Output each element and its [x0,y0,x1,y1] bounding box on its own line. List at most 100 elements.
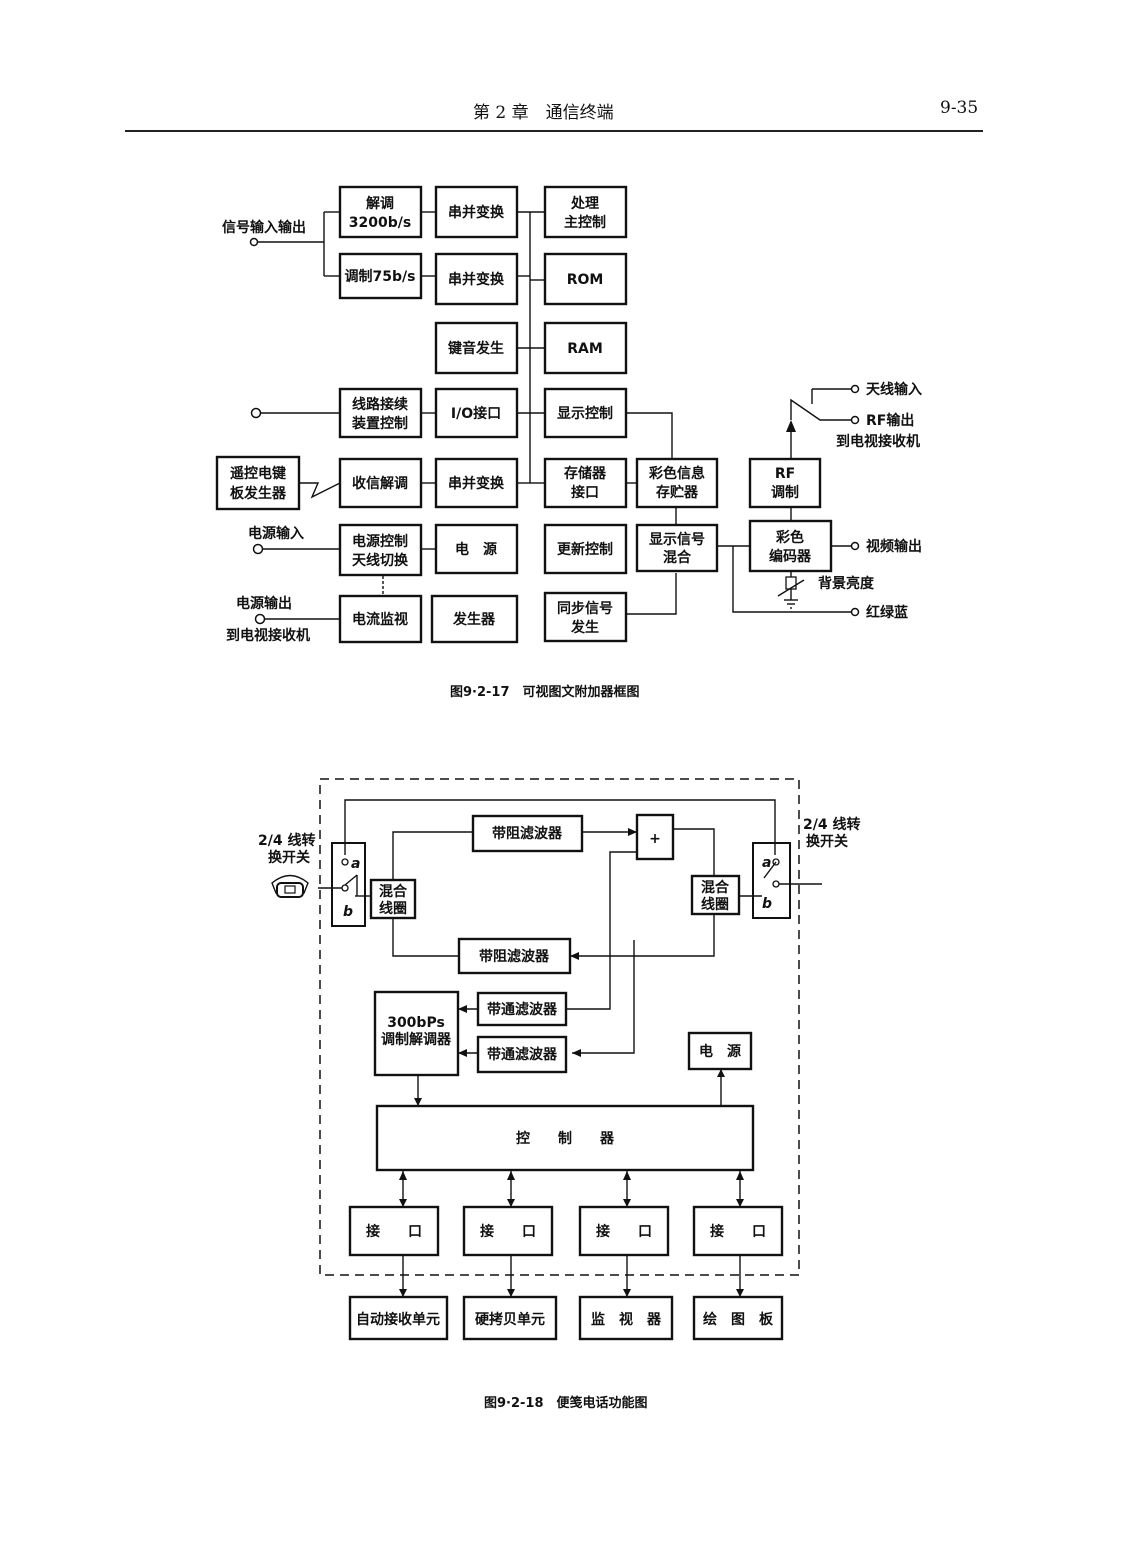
svg-text:线圈: 线圈 [701,896,729,913]
terminal-node [250,407,262,419]
svg-text:监 视 器: 监 视 器 [591,1311,662,1328]
svg-text:带通滤波器: 带通滤波器 [487,1046,558,1063]
box-monitor: 监 视 器 [578,1295,674,1341]
box-remote-keypad: 遥控电键 板发生器 [215,455,301,511]
page-number: 9-35 [940,98,979,118]
label-switch-right-1: 2/4 线转 [803,816,860,833]
svg-text:线路接续: 线路接续 [352,396,408,413]
terminal-node [850,607,860,617]
box-band-pass-1: 带通滤波器 [476,991,568,1027]
box-controller: 控 制 器 [375,1104,755,1172]
svg-text:存储器: 存储器 [564,465,607,482]
figure-1-caption: 图9·2-17 可视图文附加器框图 [450,684,640,700]
box-demodulator: 解调 3200b/s [338,185,423,239]
svg-text:显示控制: 显示控制 [557,405,613,422]
svg-text:接口: 接口 [571,484,599,501]
svg-text:带通滤波器: 带通滤波器 [487,1001,558,1018]
box-color-encoder: 彩色 编码器 [748,519,833,573]
svg-text:串并变换: 串并变换 [448,475,505,492]
svg-text:+: + [649,831,661,847]
figure-2-caption: 图9·2-18 便笺电话功能图 [484,1395,648,1411]
svg-text:RF: RF [775,466,795,482]
box-band-pass-2: 带通滤波器 [476,1035,568,1074]
svg-text:混合: 混合 [663,549,692,566]
box-update-control: 更新控制 [543,523,628,575]
label-bg-brightness: 背景亮度 [818,575,875,592]
box-serial-parallel-1: 串并变换 [434,185,519,239]
box-interface-3: 接 口 [578,1205,670,1257]
box-memory-interface: 存储器 接口 [543,457,628,509]
switch-right [752,842,791,919]
box-line-control: 线路接续 装置控制 [338,387,423,439]
svg-text:线圈: 线圈 [379,900,407,917]
box-drawing-tablet: 绘 图 板 [692,1295,784,1341]
box-hybrid-left: 混合 线圈 [369,878,417,920]
box-power-supply-2: 电 源 [687,1031,753,1071]
svg-text:解调: 解调 [366,195,394,212]
svg-text:遥控电键: 遥控电键 [230,465,287,482]
svg-text:3200b/s: 3200b/s [349,215,411,231]
svg-text:控 制 器: 控 制 器 [516,1130,615,1147]
svg-text:接 口: 接 口 [596,1223,652,1240]
svg-text:发生器: 发生器 [452,611,496,628]
terminal-node [254,613,266,625]
svg-text:装置控制: 装置控制 [351,415,408,432]
box-sync-generator: 同步信号 发生 [543,591,628,643]
svg-text:ROM: ROM [567,272,604,288]
svg-text:电源控制: 电源控制 [352,533,408,550]
svg-text:更新控制: 更新控制 [557,541,613,558]
box-generator: 发生器 [430,594,519,644]
svg-text:接 口: 接 口 [710,1223,766,1240]
box-receive-demod: 收信解调 [338,457,423,509]
box-current-monitor: 电流监视 [338,594,423,644]
svg-text:键音发生: 键音发生 [447,340,504,357]
svg-text:天线切换: 天线切换 [352,552,409,569]
svg-text:收信解调: 收信解调 [352,475,408,492]
terminal-node [850,415,860,425]
label-switch-left-1: 2/4 线转 [258,832,315,849]
box-modulator: 调制75b/s [338,252,423,300]
fig2-connections [318,799,822,1297]
svg-text:接 口: 接 口 [366,1223,422,1240]
svg-text:同步信号: 同步信号 [557,600,613,617]
box-band-stop-top: 带阻滤波器 [471,814,584,853]
label-video-out: 视频输出 [866,538,922,555]
box-power-supply: 电 源 [434,523,519,575]
svg-text:发生: 发生 [570,619,599,636]
label-signal-io: 信号输入输出 [222,219,306,236]
svg-text:混合: 混合 [379,883,408,900]
svg-text:彩色信息: 彩色信息 [648,465,705,482]
label-rgb: 红绿蓝 [866,604,908,621]
svg-text:I/O接口: I/O接口 [451,405,501,422]
svg-text:串并变换: 串并变换 [448,271,505,288]
label-rf-out: RF输出 [866,412,914,429]
fig1-connections [256,211,852,620]
telephone-icon [271,874,309,898]
box-main-processor: 处理 主控制 [543,185,628,239]
header-rule [125,130,983,132]
svg-text:自动接收单元: 自动接收单元 [356,1311,440,1328]
device-boundary [319,778,800,1276]
svg-text:彩色: 彩色 [775,529,804,546]
box-io-interface: I/O接口 [434,387,519,439]
svg-text:存贮器: 存贮器 [656,484,699,501]
svg-text:串并变换: 串并变换 [448,204,505,221]
switch-left-a: a [351,856,360,872]
box-band-stop-mid: 带阻滤波器 [457,937,572,975]
switch-right-a: a [762,855,771,871]
label-rf-to-tv: 到电视接收机 [836,433,920,450]
svg-text:处理: 处理 [570,195,599,212]
box-modem: 300bPs 调制解调器 [373,990,460,1077]
svg-text:主控制: 主控制 [564,214,606,231]
box-interface-1: 接 口 [348,1205,440,1257]
terminal-node [249,237,259,247]
svg-text:接 口: 接 口 [480,1223,536,1240]
svg-text:电流监视: 电流监视 [352,611,408,628]
box-color-memory: 彩色信息 存贮器 [635,457,719,509]
figure-2: a b a b 带阻滤波器 + 混合 线圈 混合 线圈 带阻滤波器 300bPs… [258,778,860,1411]
svg-text:300bPs: 300bPs [387,1015,445,1031]
box-serial-parallel-3: 串并变换 [434,457,519,509]
svg-text:RAM: RAM [567,341,603,357]
svg-text:调制解调器: 调制解调器 [381,1031,452,1048]
